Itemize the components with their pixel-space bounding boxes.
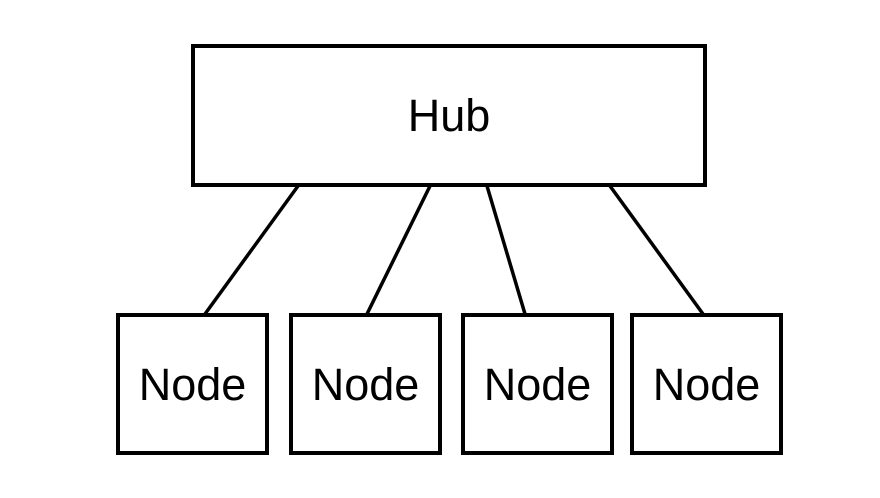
node-box-3: Node [461, 313, 614, 455]
hub-box: Hub [191, 44, 707, 187]
node-4-label: Node [652, 358, 761, 410]
node-box-4: Node [630, 313, 783, 455]
edge-hub-node-4 [608, 184, 705, 316]
node-box-1: Node [116, 313, 269, 455]
node-1-label: Node [138, 358, 247, 410]
node-3-label: Node [483, 358, 592, 410]
edge-hub-node-2 [365, 185, 432, 315]
node-2-label: Node [311, 358, 420, 410]
hub-label: Hub [407, 90, 491, 141]
edge-hub-node-1 [203, 184, 300, 316]
node-box-2: Node [289, 313, 442, 455]
edge-hub-node-3 [485, 185, 527, 315]
